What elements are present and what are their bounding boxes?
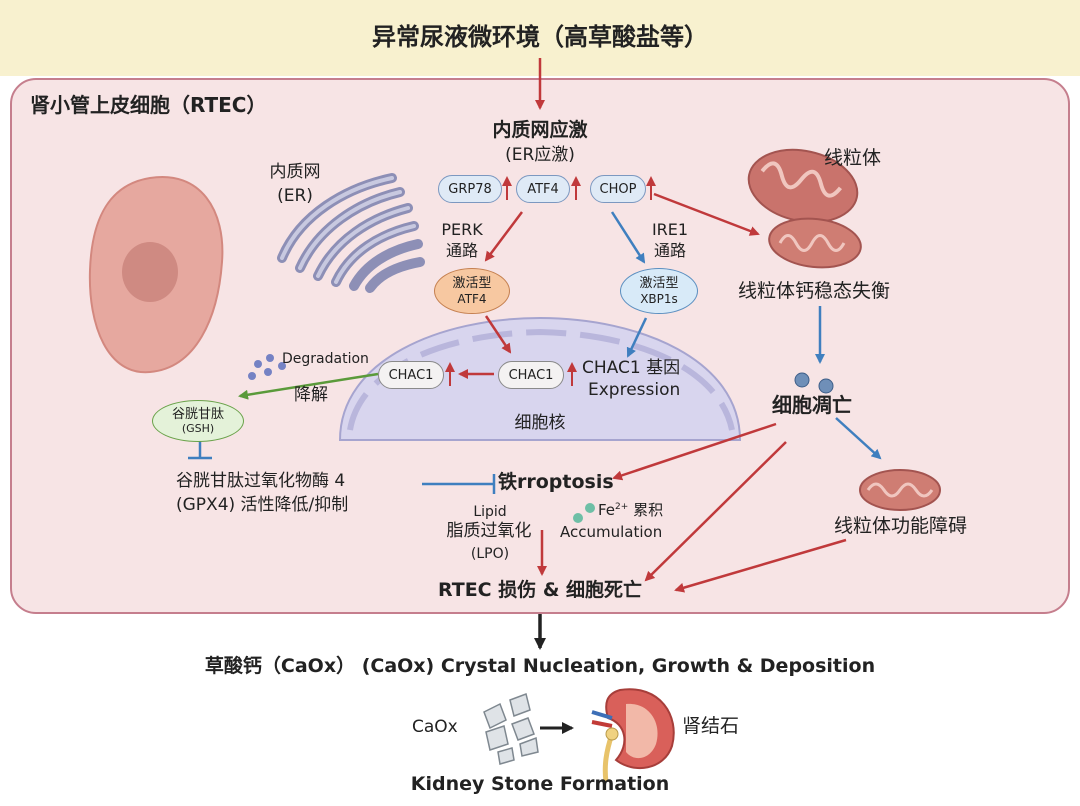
apoptosis-label: 细胞凋亡 [772,393,852,417]
gsh-node: 谷胱甘肽 (GSH) [152,400,244,442]
mito-homeostasis-label: 线粒体钙稳态失衡 [738,280,891,302]
kidney-illustration [591,688,675,783]
nucleus-label: 细胞核 [514,413,566,433]
er-stress-subtitle: (ER应激) [505,145,575,165]
grp78-marker: GRP78 [438,175,502,203]
gsh-abbr: (GSH) [181,422,215,436]
perk-label: PERK [441,220,483,239]
mitochondria-label: 线粒体 [824,147,882,169]
chop-marker: CHOP [590,175,646,203]
mitochondria-illustration [747,148,941,511]
chac1-expression-label: Expression [588,380,681,400]
lipid-label: Lipid [473,504,507,520]
lpo-label: 脂质过氧化 [446,521,532,541]
atf4-marker: ATF4 [516,175,570,203]
gpx4-status-label: (GPX4) 活性降低/抑制 [176,495,349,515]
er-label: 内质网 [269,162,321,182]
mito-dysfunction-label: 线粒体功能障碍 [834,515,968,537]
degradation-zh-label: 降解 [294,385,328,405]
header-title: 异常尿液微环境（高草酸盐等） [372,23,708,51]
kidney-stone-label: 肾结石 [682,715,740,737]
er-stress-title: 内质网应激 [492,119,588,141]
xbp1s-name: XBP1s [640,291,678,306]
crystal-label: 草酸钙（CaOx） (CaOx) Crystal Nucleation, Gro… [204,655,876,677]
caox-label: CaOx [412,717,458,737]
gpx4-label: 谷胱甘肽过氧化物酶 4 [176,471,346,491]
cell-illustration [88,175,224,374]
chac1-inner-node: CHAC1 [498,361,564,389]
ire1-pathway-label: 通路 [653,241,686,260]
gsh-label: 谷胱甘肽 [171,406,224,422]
fe-accumulation-label: Fe2+ 累积 [598,501,664,519]
ferroptosis-label: 铁rroptosis [498,471,614,493]
fe-accumulation-en: Accumulation [560,523,663,541]
chac1-outer-node: CHAC1 [378,361,444,389]
lpo-abbr: (LPO) [470,546,510,562]
active-atf4-name: ATF4 [457,291,487,306]
xbp1s-label: 激活型 [639,276,679,291]
ire1-label: IRE1 [651,220,689,239]
er-label-abbr: (ER) [277,186,313,206]
active-atf4-label: 激活型 [452,276,492,291]
injury-label: RTEC 损伤 & 细胞死亡 [437,579,643,601]
chac1-gene-label: CHAC1 基因 [582,358,681,378]
kidney-stone-formation-label: Kidney Stone Formation [410,773,670,795]
xbp1s-node: 激活型 XBP1s [620,268,698,314]
cell-title: 肾小管上皮细胞（RTEC） [30,93,267,117]
perk-pathway-label: 通路 [445,241,478,260]
active-atf4-node: 激活型 ATF4 [434,268,510,314]
crystal-illustration [483,693,539,765]
degradation-label: Degradation [282,351,369,367]
